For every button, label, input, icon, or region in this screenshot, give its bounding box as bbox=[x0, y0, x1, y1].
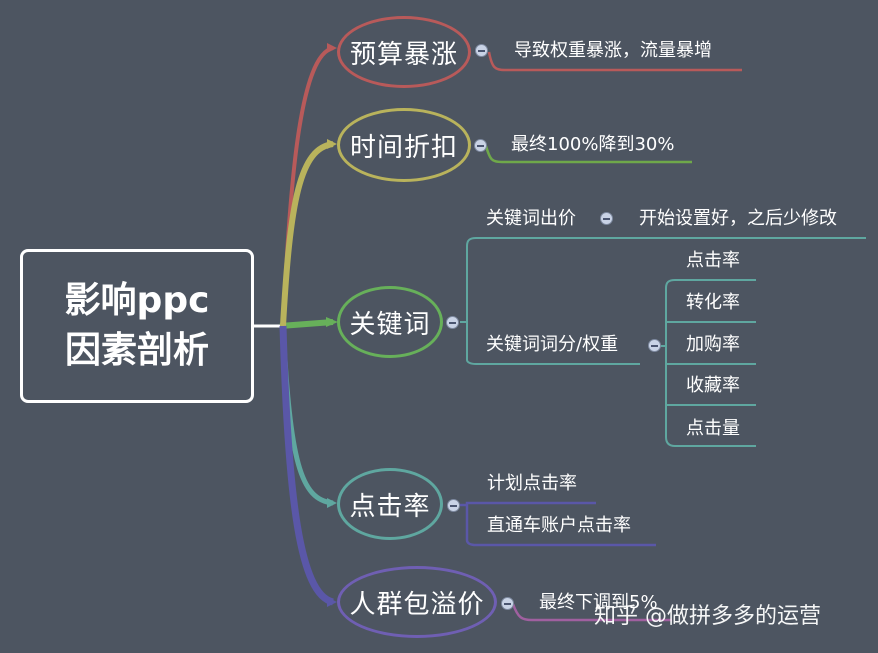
trunk-green bbox=[279, 319, 334, 329]
keyword-sub-1: 点击率 bbox=[686, 250, 740, 271]
branch-time[interactable]: 时间折扣 bbox=[337, 108, 471, 182]
keyword-child-score: 关键词词分/权重 bbox=[486, 334, 619, 355]
child-line-keyword-bid bbox=[460, 237, 866, 323]
root-title-line1: 影响ppc bbox=[64, 280, 210, 321]
keyword-bid-note: 开始设置好，之后少修改 bbox=[639, 208, 837, 229]
sub-lines-keyword bbox=[660, 279, 756, 447]
child-line-ctr bbox=[460, 501, 656, 547]
collapse-budget-icon[interactable] bbox=[475, 44, 488, 57]
branch-budget-label: 预算暴涨 bbox=[349, 39, 458, 70]
arrow-budget bbox=[327, 43, 337, 53]
root-title-line2: 因素剖析 bbox=[64, 330, 209, 371]
branch-keyword[interactable]: 关键词 bbox=[337, 286, 443, 358]
child-line-time bbox=[484, 145, 692, 164]
watermark: 知乎 @做拼多多的运营 bbox=[594, 604, 821, 629]
root-node: 影响ppc 因素剖析 bbox=[20, 249, 254, 403]
arrow-crowd bbox=[327, 597, 337, 607]
keyword-sub-3: 加购率 bbox=[686, 334, 740, 355]
branch-keyword-label: 关键词 bbox=[349, 309, 431, 340]
arrow-time bbox=[327, 139, 337, 149]
child-line-keyword-score bbox=[466, 322, 640, 365]
branch-ctr-label: 点击率 bbox=[349, 491, 431, 522]
branch-crowd-label: 人群包溢价 bbox=[349, 589, 485, 620]
collapse-crowd-icon[interactable] bbox=[501, 597, 514, 610]
time-child-1: 最终100%降到30% bbox=[511, 134, 675, 155]
budget-child-1: 导致权重暴涨，流量暴增 bbox=[514, 40, 712, 61]
branch-line-crowd bbox=[279, 325, 335, 606]
child-line-crowd bbox=[511, 603, 672, 622]
branch-time-label: 时间折扣 bbox=[349, 132, 458, 163]
ctr-child-1: 计划点击率 bbox=[487, 473, 577, 494]
keyword-sub-5: 点击量 bbox=[686, 418, 740, 439]
branch-budget[interactable]: 预算暴涨 bbox=[337, 16, 471, 88]
branch-line-time bbox=[280, 141, 334, 327]
branch-line-budget bbox=[281, 46, 334, 327]
arrow-keyword bbox=[326, 317, 338, 327]
collapse-time-icon[interactable] bbox=[474, 139, 487, 152]
branch-ctr[interactable]: 点击率 bbox=[337, 468, 443, 540]
branch-crowd[interactable]: 人群包溢价 bbox=[337, 566, 497, 638]
keyword-sub-2: 转化率 bbox=[686, 292, 740, 313]
collapse-ctr-icon[interactable] bbox=[447, 499, 460, 512]
arrow-ctr bbox=[327, 498, 337, 508]
collapse-keyword-bid-icon[interactable] bbox=[600, 212, 613, 225]
crowd-child-1: 最终下调到5% bbox=[539, 592, 658, 613]
collapse-keyword-icon[interactable] bbox=[446, 316, 459, 329]
ctr-child-2: 直通车账户点击率 bbox=[487, 515, 631, 536]
child-line-budget bbox=[487, 51, 742, 72]
keyword-sub-4: 收藏率 bbox=[686, 375, 740, 396]
collapse-keyword-score-icon[interactable] bbox=[648, 339, 661, 352]
keyword-child-bid: 关键词出价 bbox=[486, 208, 576, 229]
